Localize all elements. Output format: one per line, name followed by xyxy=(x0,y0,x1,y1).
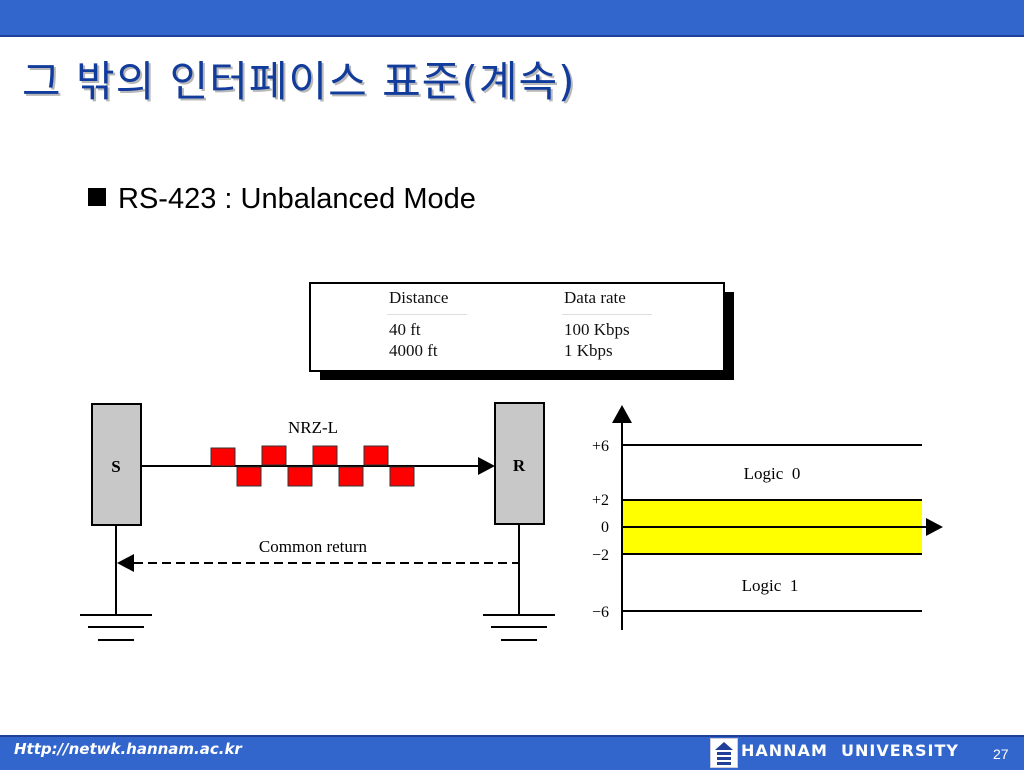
zero-arrowhead-icon xyxy=(926,518,943,536)
axis-up-arrowhead-icon xyxy=(612,405,632,423)
logo-glyph-icon xyxy=(715,742,733,765)
top-bar xyxy=(0,0,1024,35)
nrz-high-bit xyxy=(363,445,389,466)
return-arrowhead-icon xyxy=(117,554,134,572)
nrz-waveform xyxy=(210,445,415,487)
spec-table: Distance Data rate 40 ft 100 Kbps 4000 f… xyxy=(309,282,725,372)
receiver-ground-icon xyxy=(483,614,555,641)
table-header-distance: Distance xyxy=(389,288,449,307)
receiver-box xyxy=(494,402,545,525)
return-label: Common return xyxy=(259,537,368,556)
table-cell-data-rate: 100 Kbps xyxy=(564,320,630,339)
tick-label: −6 xyxy=(592,604,609,621)
university-name: HANNAM UNIVERSITY xyxy=(741,741,959,760)
table-cell-data-rate: 1 Kbps xyxy=(564,341,613,360)
footer-bar xyxy=(0,735,1024,770)
university-logo-icon xyxy=(710,738,738,768)
nrz-high-bit xyxy=(312,445,338,466)
logic-1-label: Logic 1 xyxy=(742,576,799,595)
table-header-data-rate: Data rate xyxy=(564,288,626,307)
sender-label: S xyxy=(111,457,120,476)
nrz-low-bit xyxy=(338,466,364,487)
sender-ground-icon xyxy=(80,614,152,641)
slide-title: 그 밖의 인터페이스 표준(계속) xyxy=(22,57,576,106)
top-divider xyxy=(0,35,1024,37)
signal-label: NRZ-L xyxy=(288,418,338,437)
receiver-label: R xyxy=(513,456,526,475)
footer-url: Http://netwk.hannam.ac.kr xyxy=(14,740,242,758)
signal-arrowhead-icon xyxy=(478,457,495,475)
tick-label: +2 xyxy=(592,492,609,509)
bullet-item: RS-423 : Unbalanced Mode xyxy=(88,183,476,216)
table-cell-distance: 40 ft xyxy=(389,320,421,339)
page-number: 27 xyxy=(993,746,1009,762)
nrz-high-bit xyxy=(261,445,287,466)
sender-box xyxy=(91,403,142,526)
square-bullet-icon xyxy=(88,188,106,206)
table-separator xyxy=(387,314,467,315)
logic-0-label: Logic 0 xyxy=(744,464,801,483)
nrz-low-bit xyxy=(389,466,415,487)
tick-label: +6 xyxy=(592,438,609,455)
table-cell-distance: 4000 ft xyxy=(389,341,438,360)
tick-label: −2 xyxy=(592,547,609,564)
nrz-high-bit xyxy=(210,447,236,467)
tick-label: 0 xyxy=(601,519,609,536)
nrz-low-bit xyxy=(236,466,262,487)
table-separator xyxy=(562,314,652,315)
bullet-text: RS-423 : Unbalanced Mode xyxy=(118,183,476,215)
nrz-low-bit xyxy=(287,466,313,487)
